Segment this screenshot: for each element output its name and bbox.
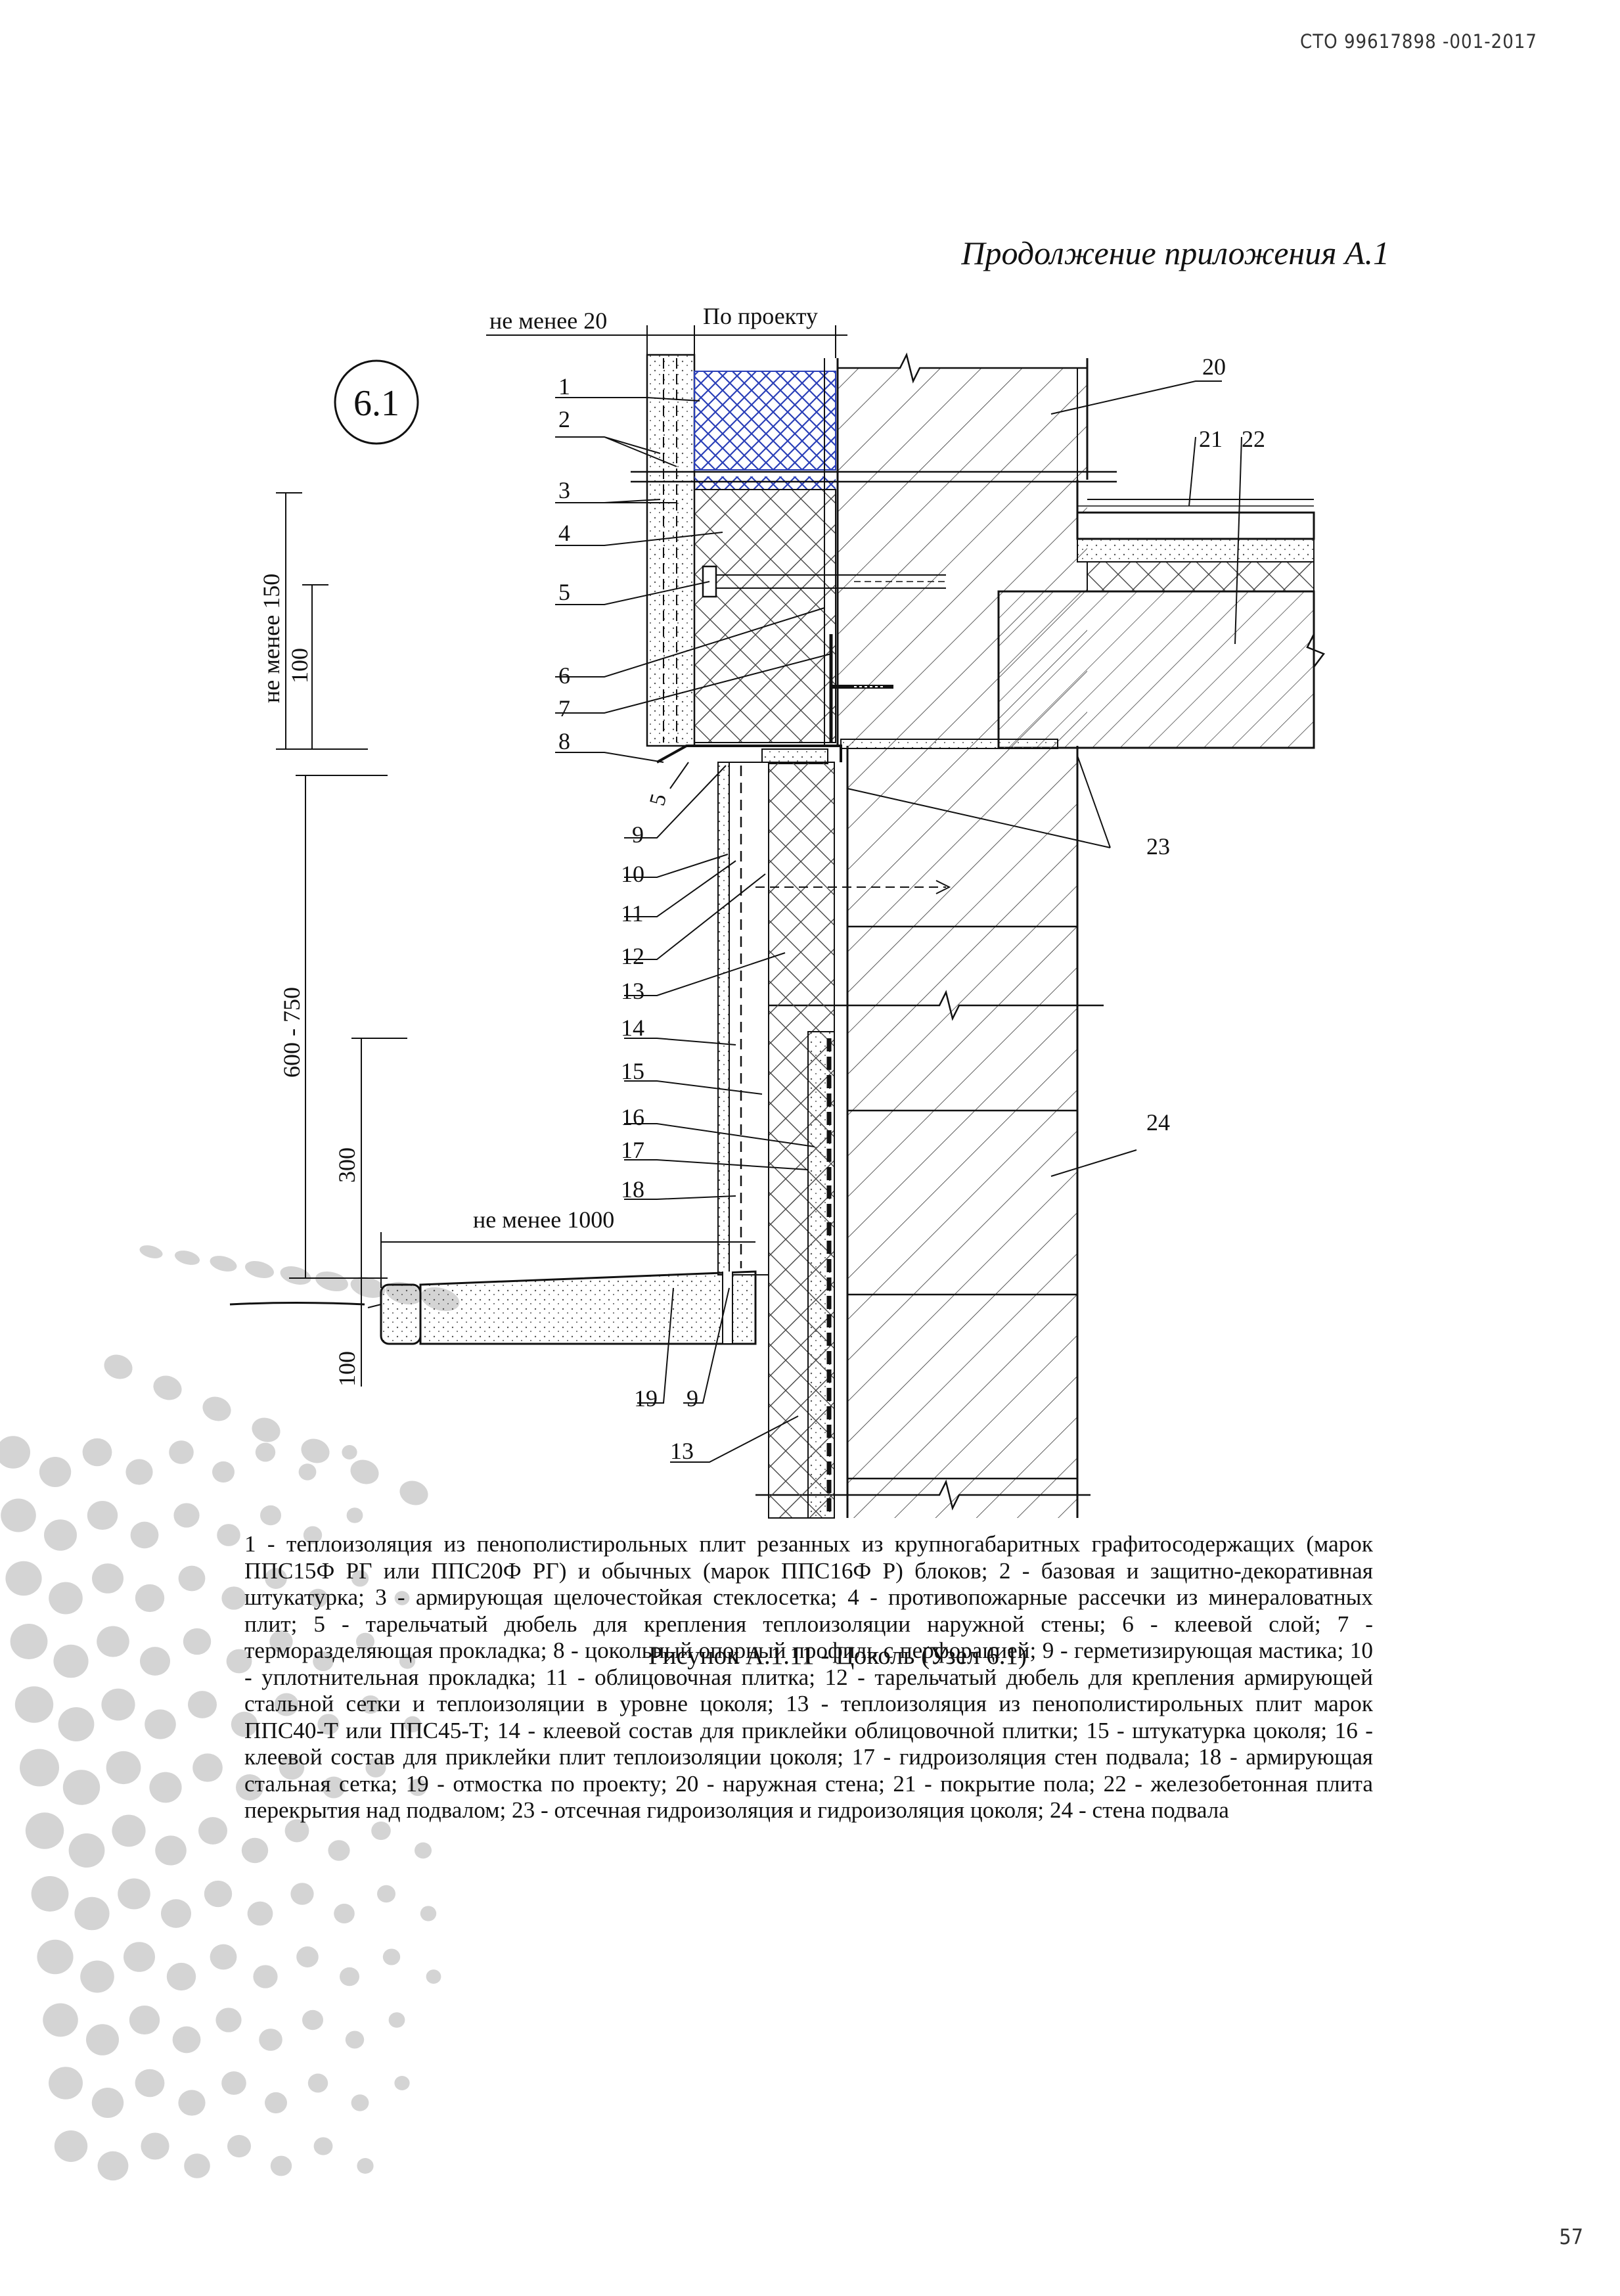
callout-14: 14 <box>621 1015 644 1041</box>
basement-wall-24 <box>755 739 1104 1518</box>
callout-22: 22 <box>1242 426 1265 452</box>
dimension-labels: не менее 20 По проекту не менее 150 100 … <box>258 303 818 1387</box>
callout-13b: 13 <box>670 1438 694 1464</box>
callout-20: 20 <box>1202 354 1226 380</box>
callout-7: 7 <box>558 695 570 722</box>
page-number: 57 <box>1559 2224 1583 2249</box>
callout-23: 23 <box>1146 833 1170 860</box>
dim-v-150: не менее 150 <box>258 574 284 703</box>
callout-19: 19 <box>634 1385 658 1412</box>
dim-v-100-lower: 100 <box>334 1351 360 1387</box>
callout-5: 5 <box>558 579 570 605</box>
floor-slab-22 <box>997 480 1325 749</box>
callout-9: 9 <box>632 821 644 848</box>
callout-15: 15 <box>621 1058 644 1084</box>
callout-9b: 9 <box>686 1385 698 1412</box>
facade-insulation-system <box>631 354 1117 747</box>
blind-area-19 <box>229 1270 757 1345</box>
callout-17: 17 <box>621 1137 644 1163</box>
callout-11: 11 <box>621 900 644 927</box>
callout-2: 2 <box>558 406 570 432</box>
callout-leaders <box>555 380 1242 1463</box>
node-id: 6.1 <box>353 383 399 424</box>
node-marker: 6.1 <box>334 359 419 445</box>
callout-8: 8 <box>558 728 570 754</box>
legend-text: 1 - теплоизоляция из пенополистирольных … <box>244 1531 1373 1823</box>
callout-13: 13 <box>621 978 644 1004</box>
dim-top-left: не менее 20 <box>489 308 607 334</box>
figure-caption: Рисунок А.1.11 - Цоколь (Узел 6.1) <box>648 1642 1027 1670</box>
callout-4: 4 <box>558 520 570 546</box>
callout-21: 21 <box>1199 426 1223 452</box>
callout-12: 12 <box>621 943 644 969</box>
appendix-title: Продолжение приложения А.1 <box>961 235 1389 271</box>
callout-1: 1 <box>558 373 570 400</box>
dim-v-100-upper: 100 <box>286 648 313 683</box>
plinth-node-drawing: 6.1 не менее 20 По проекту не менее 150 … <box>229 303 1325 1519</box>
dim-v-300: 300 <box>334 1147 360 1183</box>
dim-top-right: По проекту <box>703 303 818 329</box>
callout-24: 24 <box>1146 1109 1170 1136</box>
dim-v-600-750: 600 - 750 <box>279 987 305 1078</box>
callout-3: 3 <box>558 477 570 503</box>
callout-numbers: 1 2 3 4 5 6 7 8 5 9 10 11 12 13 14 15 16… <box>558 354 1265 1464</box>
callout-6: 6 <box>558 662 570 689</box>
plinth-insulation-system <box>656 745 951 1519</box>
callout-10: 10 <box>621 861 644 887</box>
callout-18: 18 <box>621 1176 644 1203</box>
dim-h-1000: не менее 1000 <box>473 1206 614 1233</box>
callout-16: 16 <box>621 1104 644 1130</box>
callout-5b: 5 <box>645 791 671 808</box>
document-code: СТО 99617898 -001-2017 <box>1299 30 1537 53</box>
dimension-lines <box>276 325 847 1387</box>
